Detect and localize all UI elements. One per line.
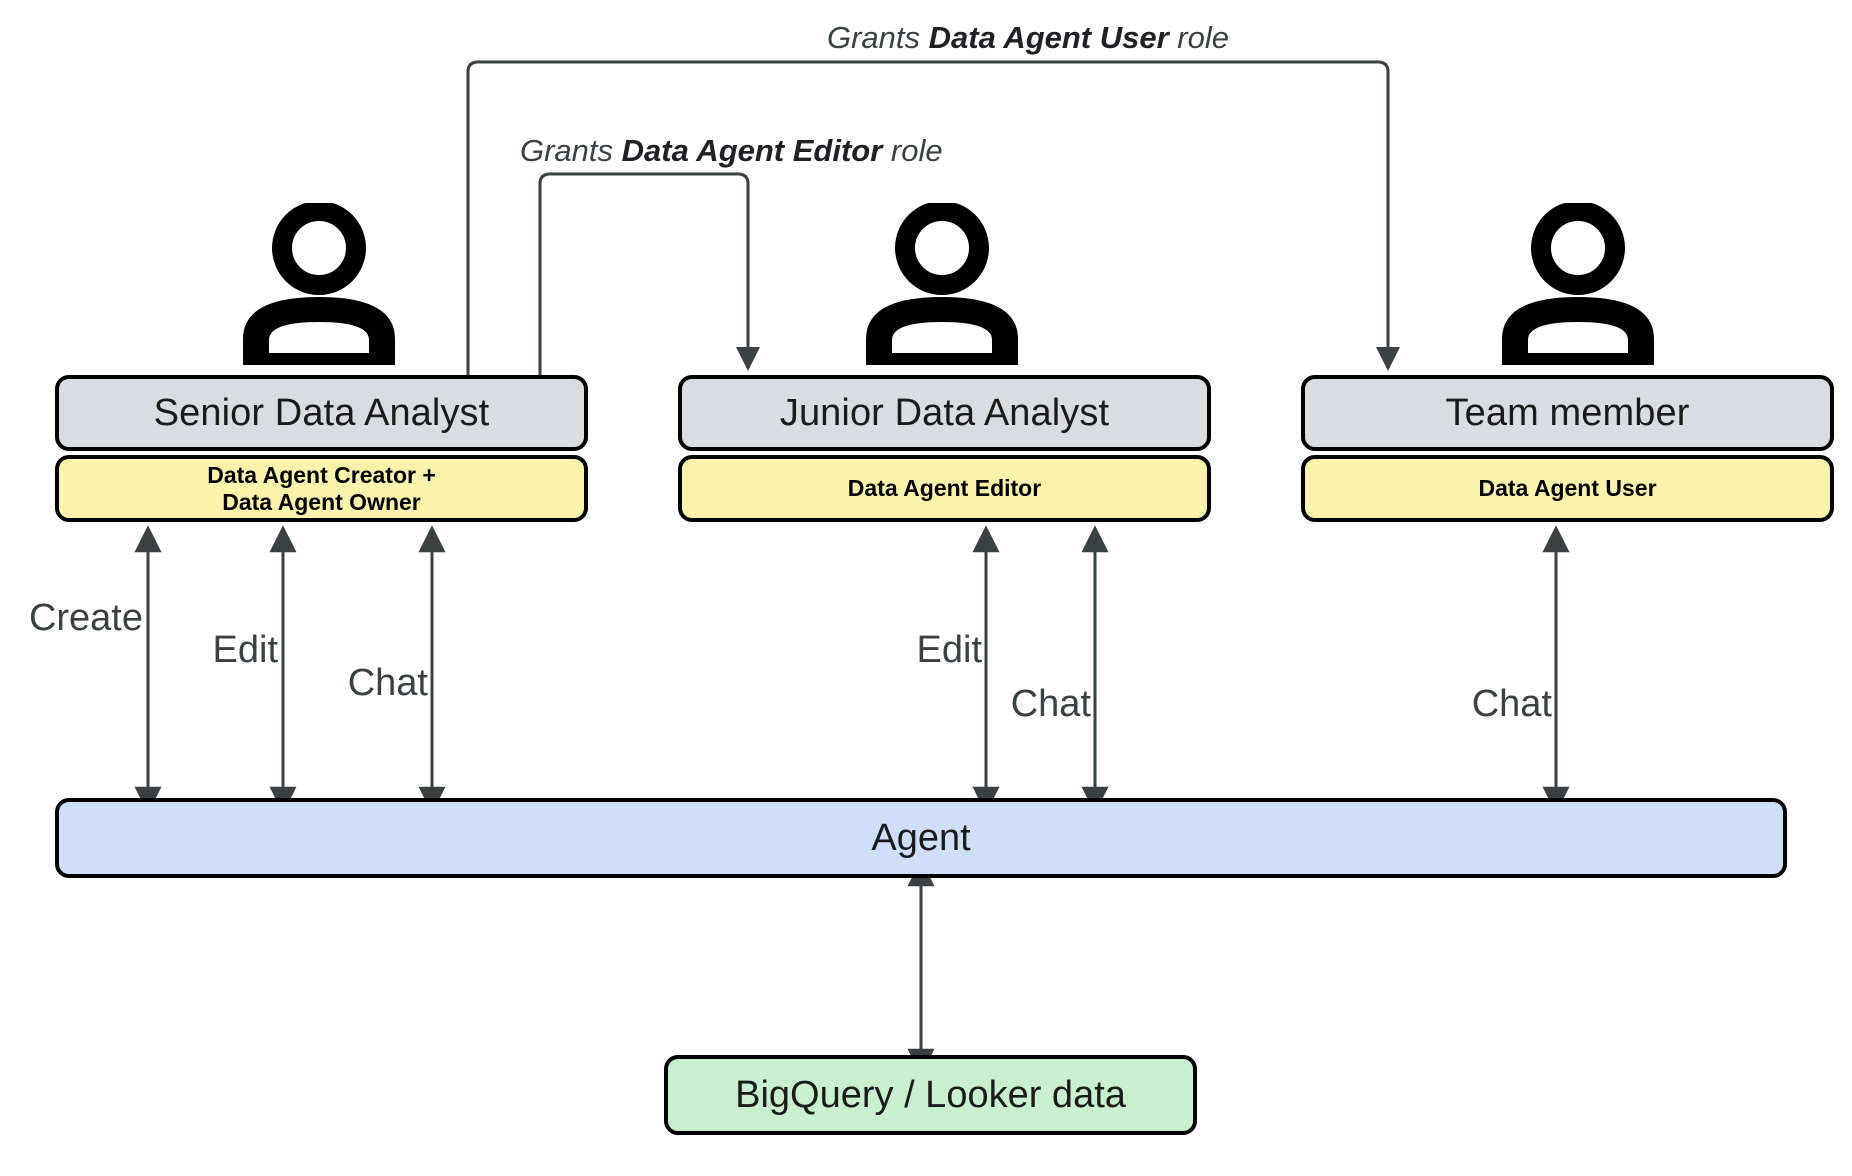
edge-label-text: Create <box>28 597 143 639</box>
persona-title-senior-data-analyst[interactable]: Senior Data Analyst <box>55 375 588 451</box>
person-icon-senior <box>243 203 395 365</box>
grant-user-prefix: Grants <box>827 20 929 55</box>
edge-label-senior-create: Create <box>0 597 143 640</box>
edge-label-text: Chat <box>347 662 428 704</box>
connector-grants-editor <box>538 172 760 378</box>
edge-label-junior-chat: Chat <box>930 683 1091 726</box>
persona-title-label: Senior Data Analyst <box>153 391 490 434</box>
persona-badge-team-member[interactable]: Data Agent User <box>1301 455 1834 522</box>
grant-editor-prefix: Grants <box>520 133 622 168</box>
agent-node[interactable]: Agent <box>55 798 1787 878</box>
persona-badge-line-1: Data Agent Creator + <box>207 461 436 488</box>
persona-title-junior-data-analyst[interactable]: Junior Data Analyst <box>678 375 1211 451</box>
persona-badge-line-2: Data Agent Owner <box>222 488 421 515</box>
grant-editor-suffix: role <box>882 133 943 168</box>
person-icon-team <box>1502 203 1654 365</box>
edge-label-text: Chat <box>1010 683 1091 725</box>
edge-label-text: Edit <box>212 629 278 671</box>
persona-badge-label: Data Agent User <box>1478 475 1657 502</box>
persona-title-team-member[interactable]: Team member <box>1301 375 1834 451</box>
grant-label-user: Grants Data Agent User role <box>827 20 1229 56</box>
persona-badge-label: Data Agent Editor <box>847 475 1042 502</box>
persona-badge-senior-data-analyst[interactable]: Data Agent Creator + Data Agent Owner <box>55 455 588 522</box>
edge-label-senior-edit: Edit <box>130 629 278 672</box>
edge-label-team-chat: Chat <box>1392 683 1552 726</box>
edge-label-text: Chat <box>1471 683 1552 725</box>
grant-editor-role: Data Agent Editor <box>621 133 883 168</box>
grant-user-role: Data Agent User <box>928 20 1169 55</box>
persona-badge-label: Data Agent Creator + Data Agent Owner <box>207 462 436 516</box>
persona-title-label: Junior Data Analyst <box>779 391 1110 434</box>
agent-node-label: Agent <box>871 816 971 859</box>
person-icon-junior <box>866 203 1018 365</box>
persona-title-label: Team member <box>1445 391 1690 434</box>
persona-badge-junior-data-analyst[interactable]: Data Agent Editor <box>678 455 1211 522</box>
edge-label-text: Edit <box>916 629 982 671</box>
data-source-node-label: BigQuery / Looker data <box>735 1073 1126 1116</box>
edge-label-junior-edit: Edit <box>830 629 982 672</box>
edge-label-senior-chat: Chat <box>270 662 428 705</box>
data-source-node[interactable]: BigQuery / Looker data <box>664 1055 1197 1135</box>
grant-label-editor: Grants Data Agent Editor role <box>520 133 943 169</box>
grant-user-suffix: role <box>1168 20 1229 55</box>
